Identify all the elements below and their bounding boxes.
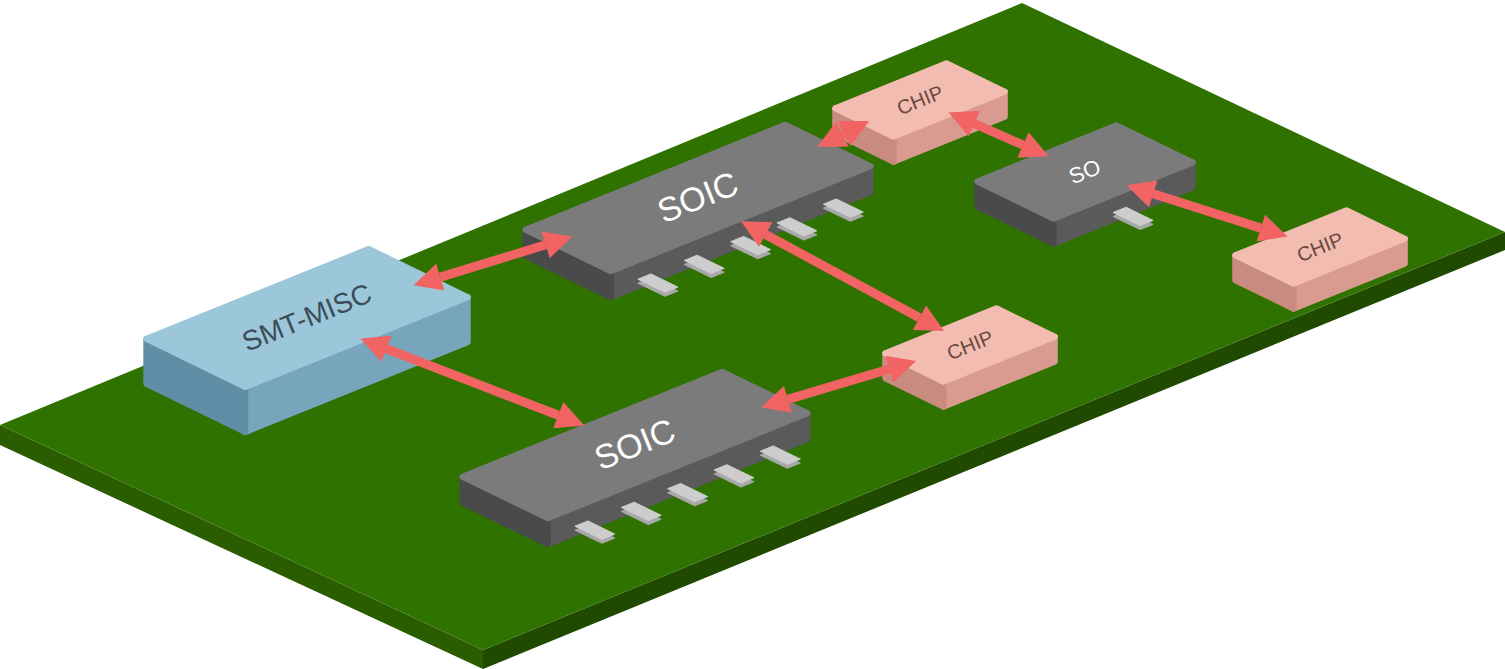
double-arrow	[1153, 194, 1261, 228]
double-arrow	[842, 129, 844, 139]
component-pin	[621, 502, 661, 520]
component-pin	[777, 218, 817, 236]
double-arrow	[766, 235, 920, 318]
component-pin	[668, 483, 708, 501]
component-pin	[684, 255, 724, 273]
double-arrow	[788, 369, 889, 399]
component-pin	[575, 521, 615, 539]
component-pin	[760, 446, 800, 464]
component-pin	[638, 274, 678, 292]
component-bodies	[146, 63, 1405, 544]
pcb-board	[0, 3, 1505, 650]
double-arrow	[386, 349, 558, 416]
component-pin	[731, 236, 771, 254]
component-pin	[1113, 207, 1153, 225]
component-label: SO	[1066, 155, 1105, 189]
component-pin	[823, 199, 863, 217]
component-top	[526, 125, 871, 272]
component-pin	[714, 465, 754, 483]
component-top	[885, 308, 1055, 381]
double-arrow	[974, 124, 1023, 145]
double-arrow	[440, 245, 545, 277]
component-top	[1235, 210, 1405, 283]
component-top	[146, 249, 467, 387]
